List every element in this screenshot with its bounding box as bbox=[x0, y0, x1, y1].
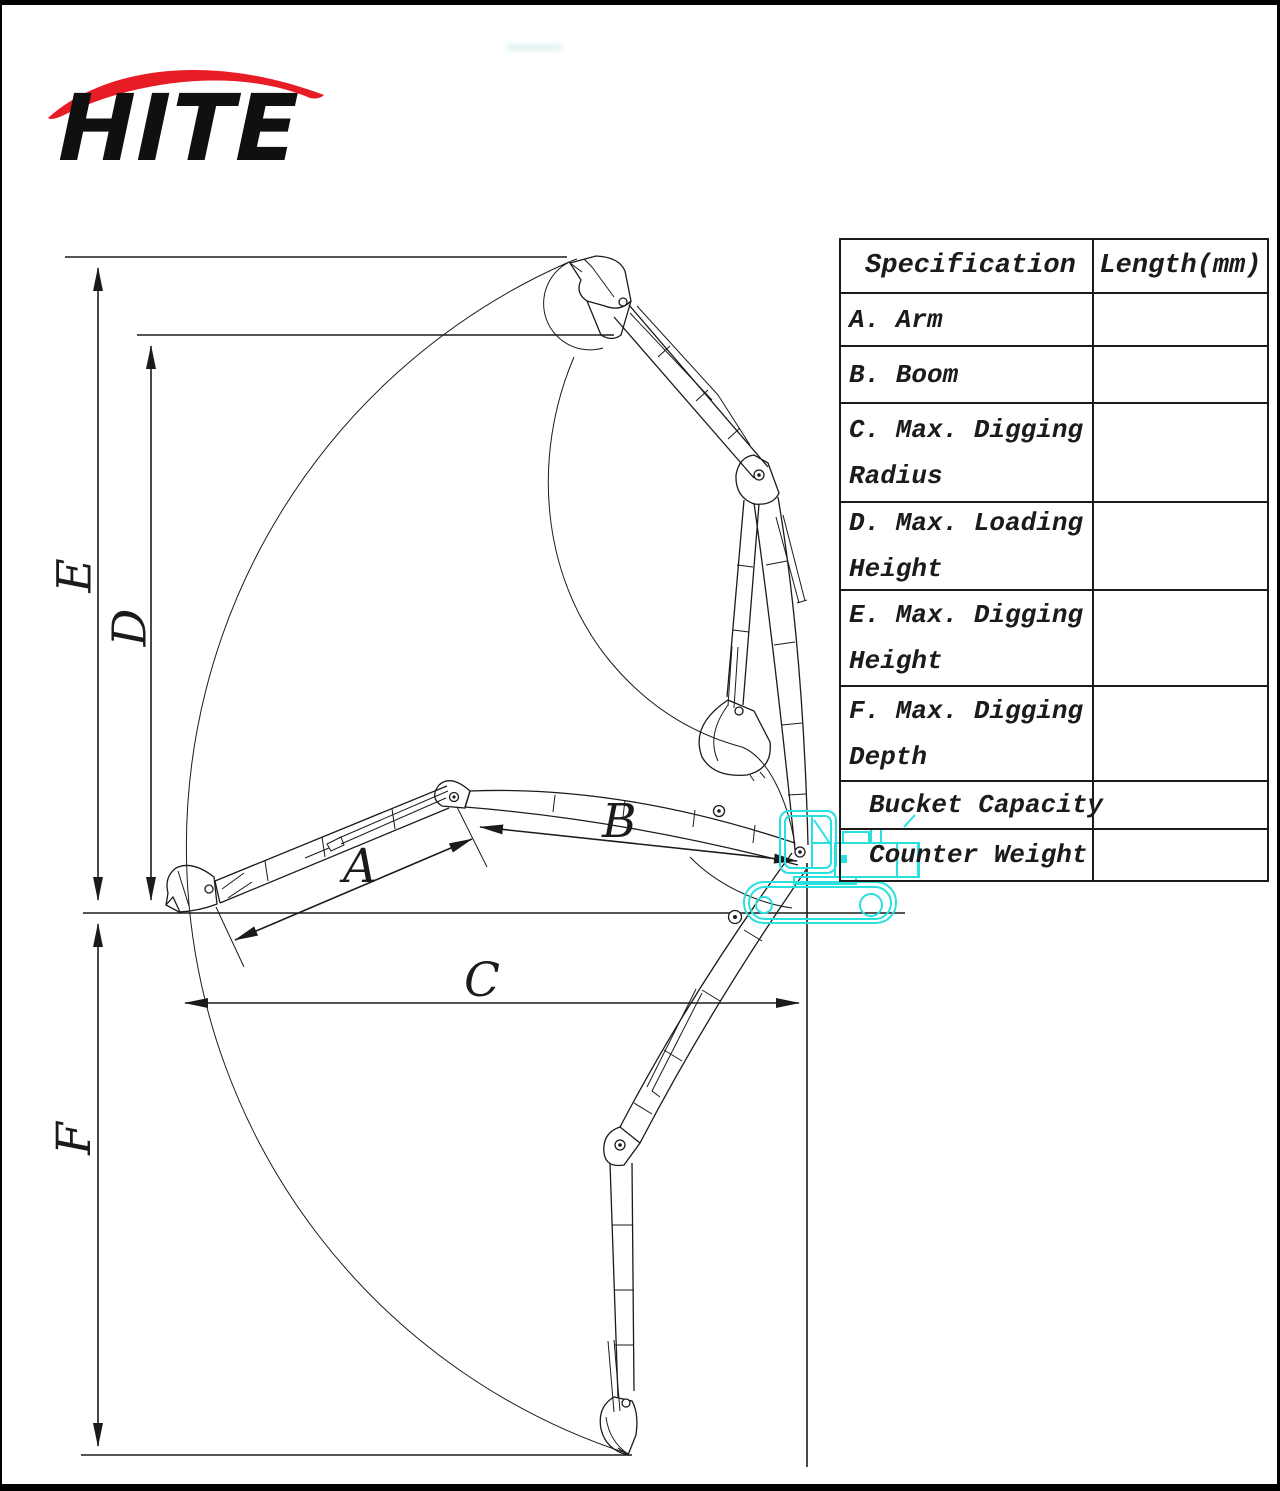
value-cell-arm bbox=[1094, 294, 1267, 345]
brand-logo-text: HITE bbox=[46, 75, 311, 182]
header-length: Length(mm) bbox=[1099, 251, 1262, 281]
value-cell-loading-height bbox=[1094, 503, 1267, 589]
dim-label-A: A bbox=[343, 839, 377, 894]
dim-label-F: F bbox=[46, 1122, 102, 1155]
header-specification: Specification bbox=[841, 240, 1094, 292]
logo-swoosh bbox=[48, 69, 324, 119]
table-row-arm: A. Arm bbox=[841, 294, 1267, 347]
watermark-ghost bbox=[507, 44, 562, 51]
dim-label-D: D bbox=[102, 608, 158, 647]
excavator-base-machine bbox=[743, 810, 920, 924]
dim-label-E: E bbox=[47, 558, 103, 593]
table-row-loading-height: D. Max. Loading Height bbox=[841, 503, 1267, 591]
working-envelope-arcs bbox=[185, 258, 796, 1455]
pose-max-depth bbox=[599, 852, 809, 1456]
table-row-digging-depth: F. Max. Digging Depth bbox=[841, 687, 1267, 782]
working-range-diagram bbox=[48, 69, 920, 1467]
specification-table: Specification Length(mm) A. Arm B. Boom … bbox=[839, 238, 1269, 882]
table-row-counter-weight: Counter Weight bbox=[841, 830, 1267, 880]
pose-max-height bbox=[568, 255, 809, 851]
value-cell-digging-radius bbox=[1094, 404, 1267, 501]
value-cell-digging-depth bbox=[1094, 687, 1267, 780]
table-row-digging-radius: C. Max. Digging Radius bbox=[841, 404, 1267, 503]
dim-label-C: C bbox=[464, 953, 500, 1008]
value-cell-counter-weight bbox=[1094, 830, 1267, 880]
value-cell-bucket-capacity bbox=[1094, 782, 1267, 828]
table-row-digging-height: E. Max. Digging Height bbox=[841, 591, 1267, 687]
dim-label-B: B bbox=[602, 794, 637, 849]
table-row-bucket-capacity: Bucket Capacity bbox=[841, 782, 1267, 830]
table-header-row: Specification Length(mm) bbox=[841, 240, 1267, 294]
value-cell-digging-height bbox=[1094, 591, 1267, 685]
value-cell-boom bbox=[1094, 347, 1267, 402]
table-row-boom: B. Boom bbox=[841, 347, 1267, 404]
pose-max-reach bbox=[165, 780, 799, 925]
